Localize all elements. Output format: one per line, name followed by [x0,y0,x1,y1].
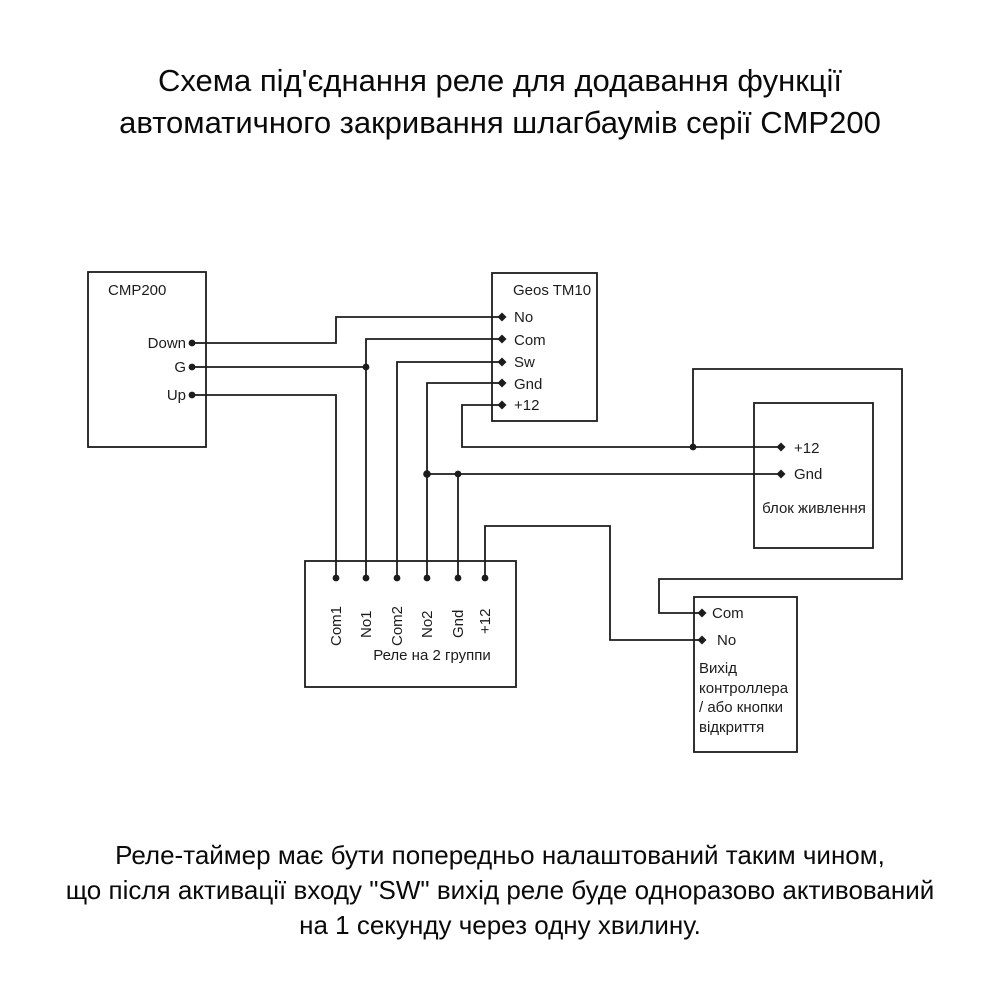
controller-label-line2: контроллера [699,680,789,697]
pin-dot-relay-no1 [362,574,370,582]
geos-pin-no: No [514,309,533,326]
controller-pin-com: Com [712,605,744,622]
cmp200-box [87,271,207,448]
pin-dot-relay-com1 [332,574,340,582]
pin-dot-relay-gnd [454,574,462,582]
controller-pin-no: No [717,632,736,649]
controller-label-line3: / або кнопки [699,699,783,716]
page-title: Схема під'єднання реле для додавання фун… [0,60,1000,144]
geos-box-title: Geos TM10 [513,282,591,299]
junction-dot-gnd-1 [423,470,431,478]
wire-12-to-power [461,404,781,448]
power-pin-12: +12 [794,440,819,457]
pin-diamond-power-gnd [776,469,786,479]
terminal-dots [188,312,786,645]
relay-box [304,560,517,688]
relay-pin-12: +12 [477,609,494,634]
footer-note: Реле-таймер має бути попередньо налаштов… [0,838,1000,943]
relay-pin-com2: Com2 [389,606,406,646]
power-box-label: блок живлення [762,500,866,517]
relay-pin-no1: No1 [358,610,375,638]
pin-diamond-power-12 [776,442,786,452]
wire-relay12-to-controller-no [484,525,702,641]
junction-dot-12 [689,443,697,451]
geos-pin-12: +12 [514,397,539,414]
geos-pin-gnd: Gnd [514,376,542,393]
pin-dot-relay-no2 [423,574,431,582]
wire-12-to-controller-com [658,368,903,614]
controller-label-line4: відкриття [699,719,764,736]
geos-tm10-box [491,272,598,422]
relay-pin-gnd: Gnd [450,610,467,638]
pin-dot-relay-com2 [393,574,401,582]
page-title-line2: автоматичного закривання шлагбаумів сері… [119,105,881,140]
wire-gnd-to-no2 [426,382,502,578]
junction-dot-g [362,363,370,371]
labels: CMP200 Down G Up Geos TM10 No Com Sw Gnd… [108,282,866,736]
footer-line1: Реле-таймер має бути попередньо налаштов… [115,840,885,870]
page-title-line1: Схема під'єднання реле для додавання фун… [157,63,843,98]
wire-down-to-no [192,316,502,344]
cmp200-pin-g: G [174,359,186,376]
pin-diamond-ctrl-com [697,608,707,618]
pin-diamond-ctrl-no [697,635,707,645]
geos-pin-com: Com [514,332,546,349]
relay-box-label: Реле на 2 группи [373,647,491,664]
relay-pin-com1: Com1 [328,606,345,646]
cmp200-box-title: CMP200 [108,282,166,299]
controller-output-box [693,596,798,753]
junction-dot-gnd-2 [454,470,462,478]
pin-diamond-geos-no [497,312,507,322]
footer-line3: на 1 секунду через одну хвилину. [299,910,701,940]
pin-diamond-geos-12 [497,400,507,410]
pin-dot-relay-12 [481,574,489,582]
pin-dot-cmp-up [188,391,196,399]
pin-dot-cmp-g [188,363,196,371]
cmp200-pin-down: Down [148,335,186,352]
pin-diamond-geos-gnd [497,378,507,388]
pin-dot-cmp-down [188,339,196,347]
power-pin-gnd: Gnd [794,466,822,483]
geos-pin-sw: Sw [514,354,535,371]
wire-up-to-com1 [192,394,337,578]
power-supply-box [753,402,874,549]
controller-label-line1: Вихід [699,660,737,677]
footer-line2: що після активації входу "SW" вихід реле… [65,875,935,905]
pin-diamond-geos-com [497,334,507,344]
wire-sw-to-com2 [396,361,502,578]
cmp200-pin-up: Up [167,387,186,404]
wire-g-to-com [192,338,502,368]
pin-diamond-geos-sw [497,357,507,367]
relay-pin-no2: No2 [419,610,436,638]
